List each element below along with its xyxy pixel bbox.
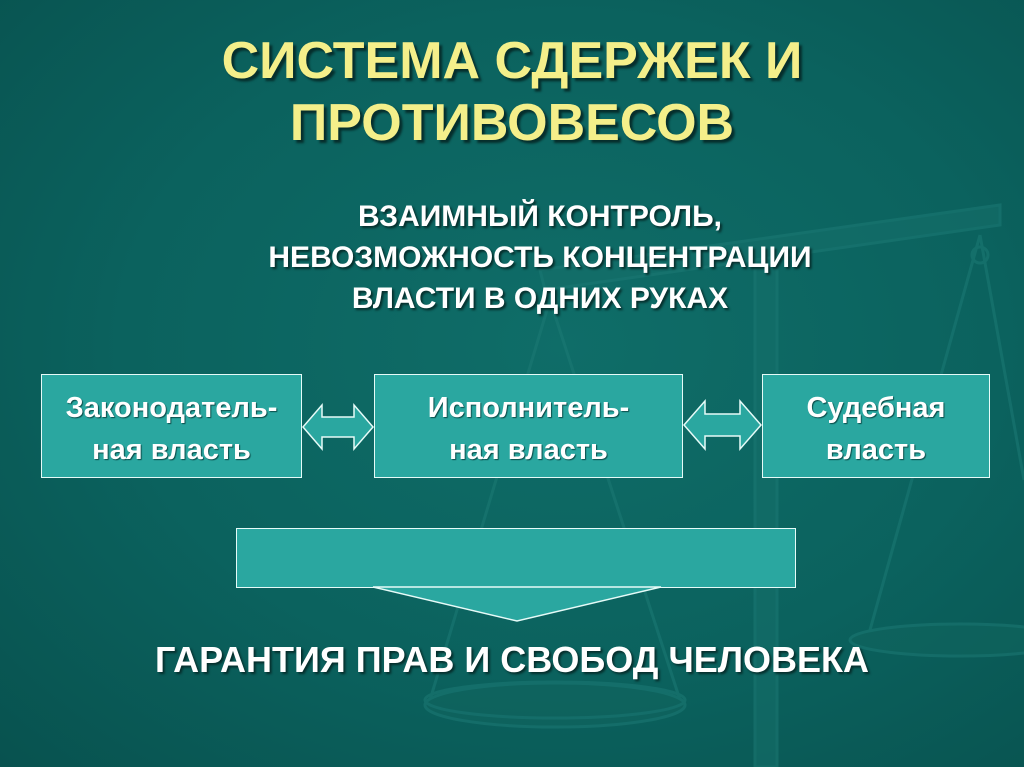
subtitle-line-2: НЕВОЗМОЖНОСТЬ КОНЦЕНТРАЦИИ xyxy=(268,241,812,274)
executive-branch-label-2: ная власть xyxy=(449,434,608,466)
judicial-branch-box: Судебная власть xyxy=(762,374,990,478)
executive-branch-label-1: Исполнитель- xyxy=(427,392,630,424)
double-arrow-icon xyxy=(683,399,762,451)
title-line-2: ПРОТИВОВЕСОВ xyxy=(289,94,735,152)
double-arrow-icon xyxy=(302,402,374,452)
conclusion-text: ГАРАНТИЯ ПРАВ И СВОБОД ЧЕЛОВЕКА xyxy=(154,639,870,680)
result-bar xyxy=(236,528,796,588)
legislative-branch-label-1: Законодатель- xyxy=(65,392,278,424)
legislative-branch-label-2: ная власть xyxy=(92,434,251,466)
subtitle-line-3: ВЛАСТИ В ОДНИХ РУКАХ xyxy=(351,282,729,315)
judicial-branch-label-2: власть xyxy=(825,434,927,466)
page-title: СИСТЕМА СДЕРЖЕК И ПРОТИВОВЕСОВ xyxy=(0,30,1024,154)
executive-branch-box: Исполнитель- ная власть xyxy=(374,374,683,478)
down-arrow-icon xyxy=(372,586,662,622)
judicial-branch-label-1: Судебная xyxy=(806,392,946,424)
title-line-1: СИСТЕМА СДЕРЖЕК И xyxy=(221,32,803,90)
subtitle-line-1: ВЗАИМНЫЙ КОНТРОЛЬ, xyxy=(358,200,722,233)
legislative-branch-box: Законодатель- ная власть xyxy=(41,374,302,478)
subtitle: ВЗАИМНЫЙ КОНТРОЛЬ, НЕВОЗМОЖНОСТЬ КОНЦЕНТ… xyxy=(170,196,910,319)
